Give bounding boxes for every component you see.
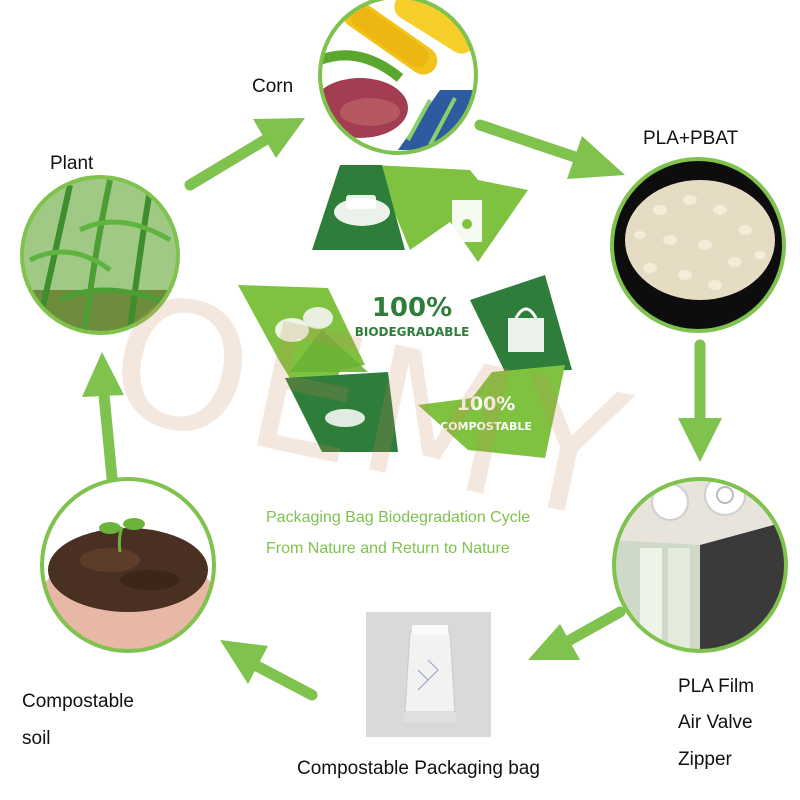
pellets-cup-icon [334, 195, 390, 226]
compostable-percent: 100% [457, 393, 516, 415]
potato-icon [275, 307, 333, 342]
biodegradable-text: BIODEGRADABLE [355, 325, 470, 339]
arrow-plant-to-corn [184, 118, 305, 191]
arrow-bag-to-soil [220, 640, 318, 701]
cycle-caption-line1: Packaging Bag Biodegradation Cycle [266, 509, 531, 526]
arrow-soil-to-plant [82, 352, 124, 484]
corn-photo-icon [318, 0, 478, 155]
pellets-photo-icon [610, 157, 786, 333]
corn-label: Corn [252, 76, 294, 97]
arrow-pla-pbat-to-film [678, 339, 722, 462]
paper-bag-icon [452, 200, 482, 242]
plant-label: Plant [50, 153, 94, 174]
pla-film-label: PLA Film [678, 676, 755, 697]
compostable-text: COMPOSTABLE [440, 420, 532, 433]
arrow-corn-to-pla-pbat [474, 119, 625, 179]
compostable-soil-label-line1: Compostable [22, 691, 134, 712]
shopping-bag-icon [508, 307, 544, 352]
pla-pbat-label: PLA+PBAT [643, 128, 739, 149]
zipper-label: Zipper [678, 749, 732, 770]
arrow-film-to-bag [528, 606, 626, 660]
biodegradable-percent: 100% [372, 293, 452, 323]
powder-icon [325, 409, 365, 427]
recycle-symbol: 100% BIODEGRADABLE 100% COMPOSTABLE [238, 165, 572, 458]
packaging-bag-photo-icon [366, 612, 491, 737]
plant-photo-icon [20, 175, 180, 335]
soil-hands-photo-icon [40, 477, 216, 653]
air-valve-label: Air Valve [678, 712, 753, 733]
packaging-bag-label: Compostable Packaging bag [297, 758, 540, 779]
cycle-caption-line2: From Nature and Return to Nature [266, 540, 510, 557]
compostable-soil-label-line2: soil [22, 728, 51, 749]
film-valve-photo-icon [612, 477, 788, 653]
